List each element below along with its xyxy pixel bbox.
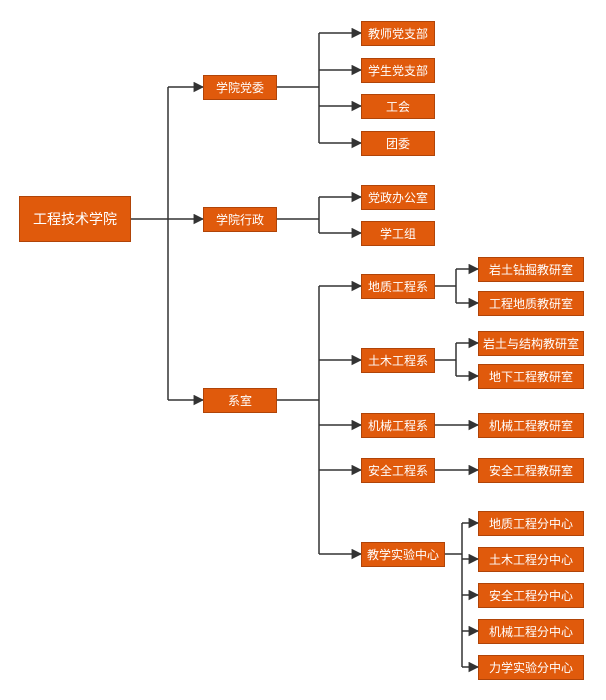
node-subcenter: 土木工程分中心	[478, 547, 584, 572]
node-office: 安全工程教研室	[478, 458, 584, 483]
node-dept-safety: 安全工程系	[361, 458, 435, 483]
node-party-child: 教师党支部	[361, 21, 435, 46]
node-party: 学院党委	[203, 75, 277, 100]
node-admin-child: 党政办公室	[361, 185, 435, 210]
node-party-child: 团委	[361, 131, 435, 156]
node-depts: 系室	[203, 388, 277, 413]
node-office: 工程地质教研室	[478, 291, 584, 316]
node-root: 工程技术学院	[19, 196, 131, 242]
node-subcenter: 力学实验分中心	[478, 655, 584, 680]
node-admin: 学院行政	[203, 207, 277, 232]
node-dept-mech: 机械工程系	[361, 413, 435, 438]
node-party-child: 工会	[361, 94, 435, 119]
node-subcenter: 机械工程分中心	[478, 619, 584, 644]
node-subcenter: 地质工程分中心	[478, 511, 584, 536]
node-subcenter: 安全工程分中心	[478, 583, 584, 608]
node-office: 机械工程教研室	[478, 413, 584, 438]
node-party-child: 学生党支部	[361, 58, 435, 83]
node-dept-geology: 地质工程系	[361, 274, 435, 299]
node-office: 岩土钻掘教研室	[478, 257, 584, 282]
node-dept-lab: 教学实验中心	[361, 542, 445, 567]
node-office: 地下工程教研室	[478, 364, 584, 389]
node-office: 岩土与结构教研室	[478, 331, 584, 356]
node-admin-child: 学工组	[361, 221, 435, 246]
node-dept-civil: 土木工程系	[361, 348, 435, 373]
